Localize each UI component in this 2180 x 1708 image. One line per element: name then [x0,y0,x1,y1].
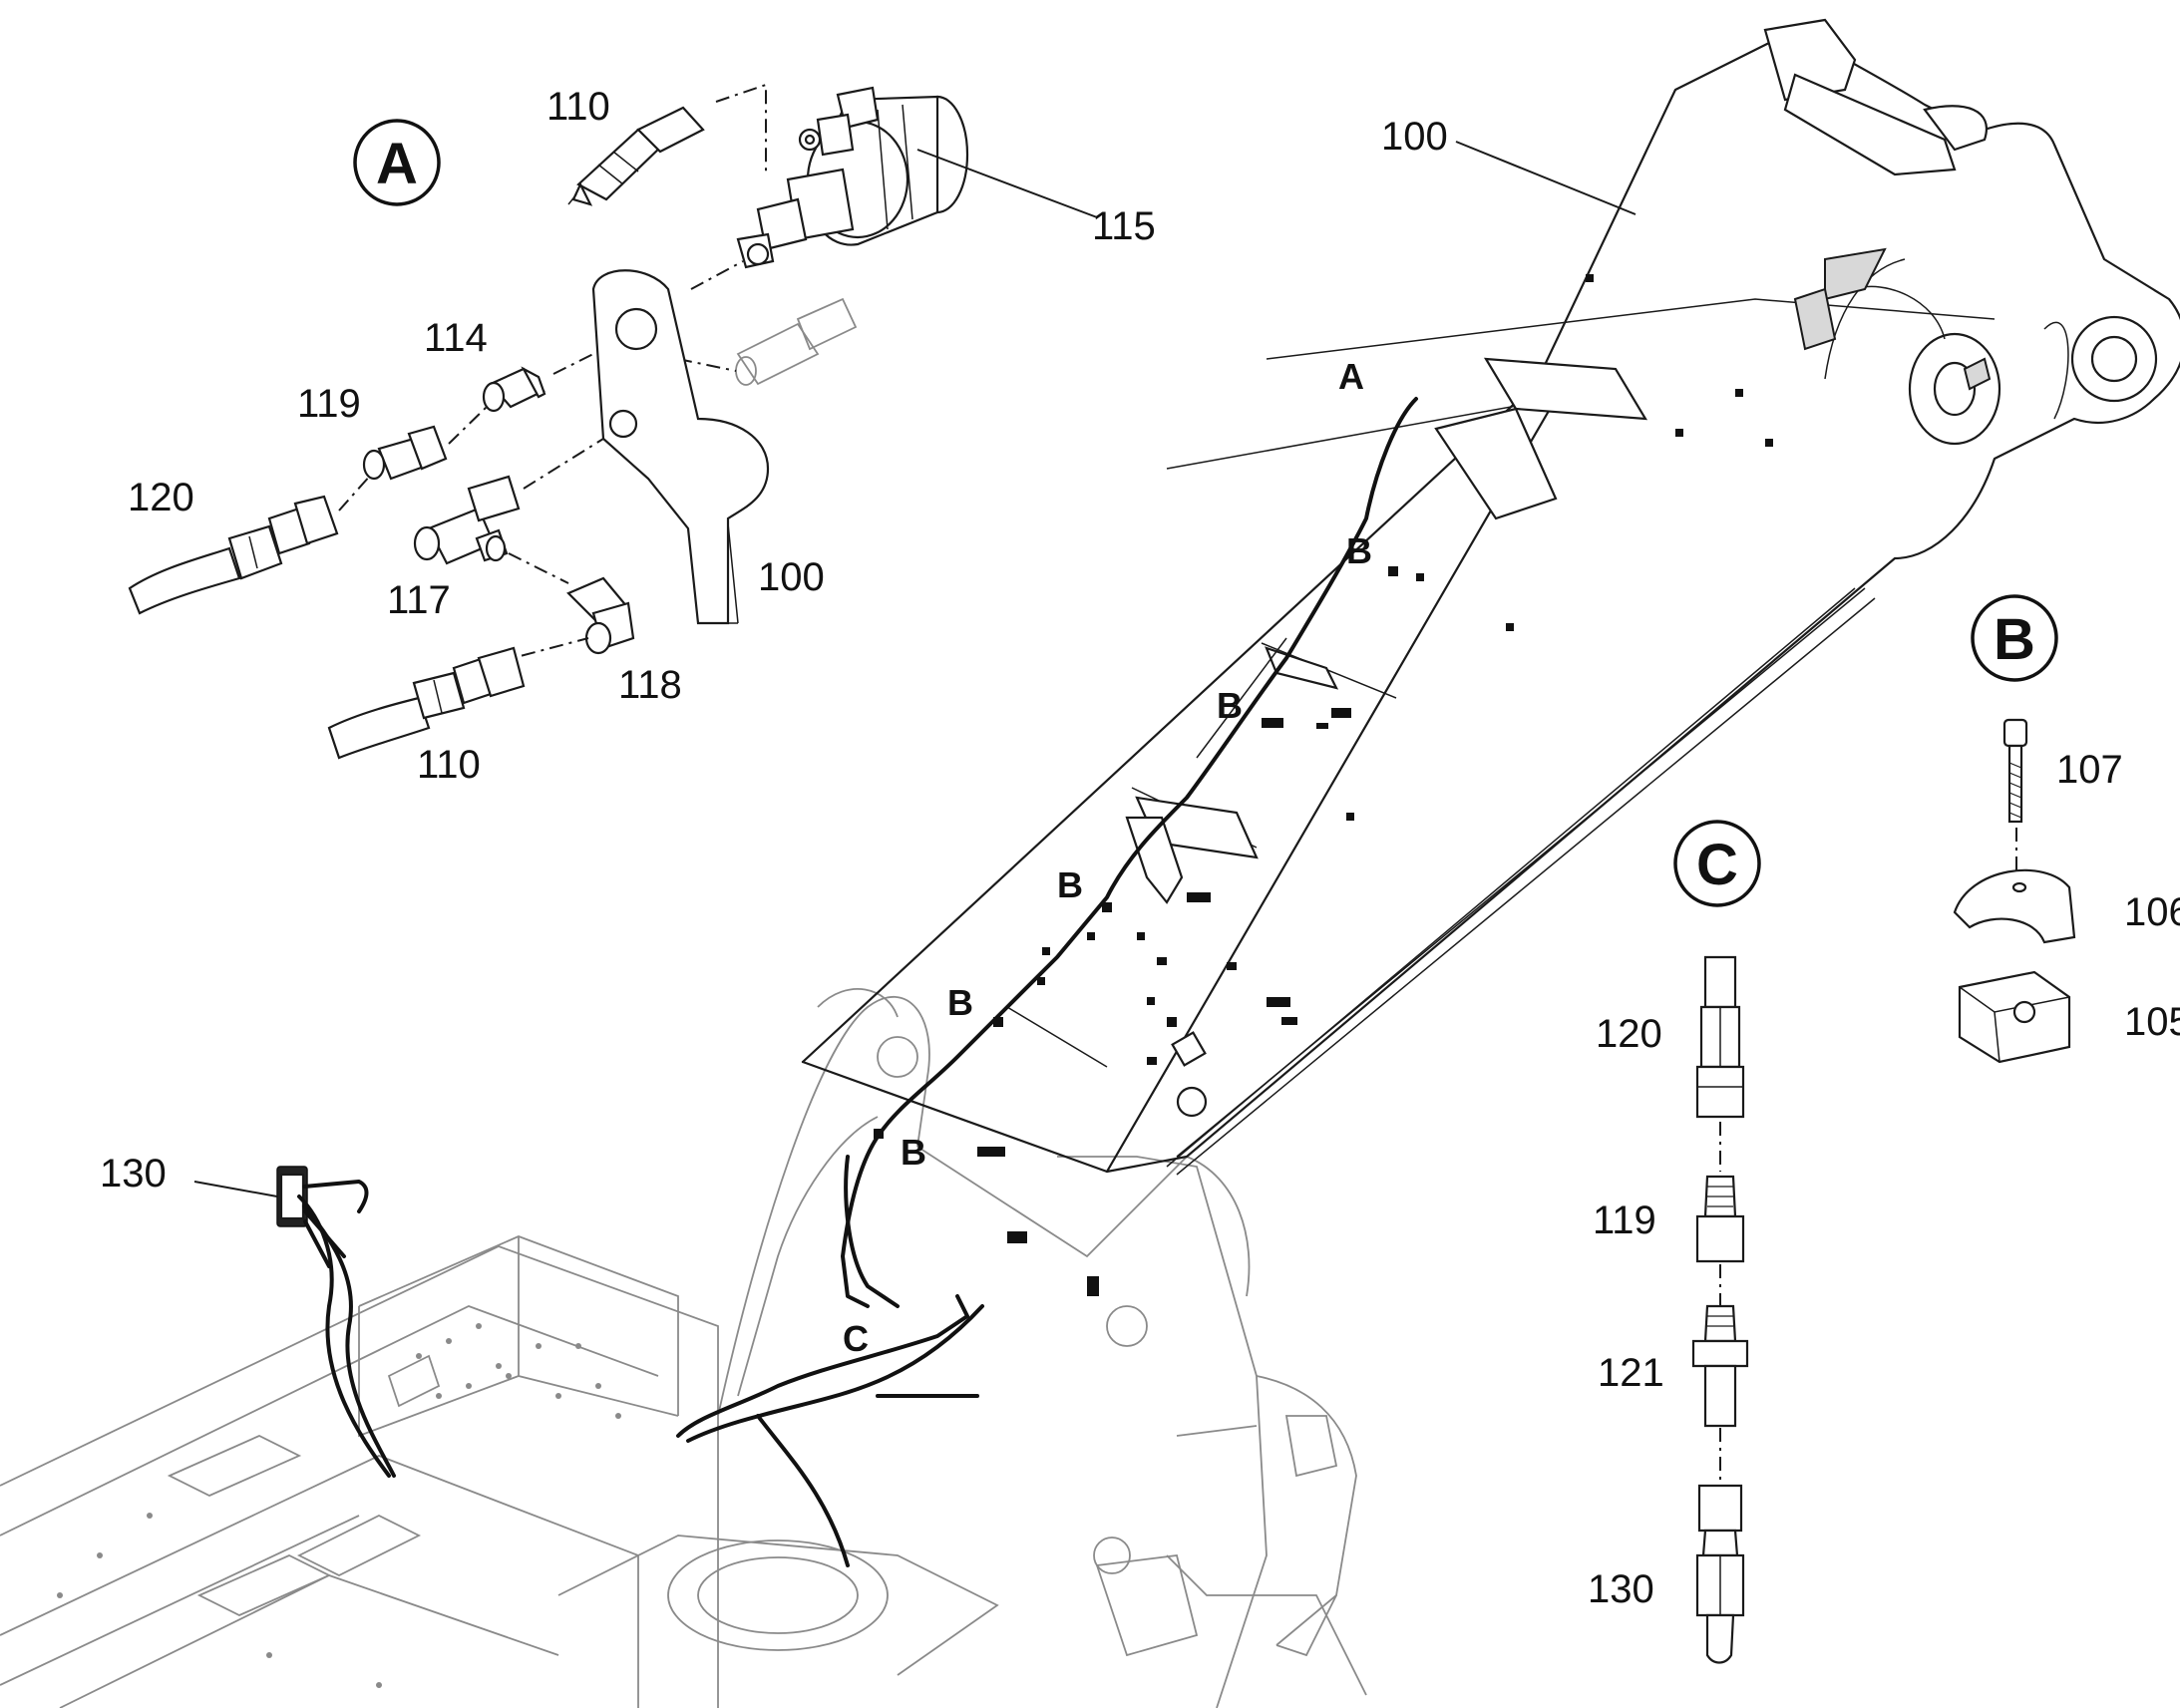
part-121-c [1691,1304,1749,1428]
label-c-121: 121 [1598,1351,1664,1395]
label-b-105: 105 [2124,1000,2180,1044]
ghost-fitting [735,297,858,386]
chassis-frame [0,988,1367,1708]
part-130-c [1695,1484,1745,1664]
detail-c-circle [1673,820,1761,907]
label-a-114: 114 [424,316,488,360]
detail-a: A 110 115 [128,83,1156,787]
part-105 [1958,970,2071,1064]
label-b-107: 107 [2056,748,2123,792]
label-a-117: 117 [387,578,451,622]
label-boom-100: 100 [1381,115,1448,159]
label-c-120: 120 [1596,1012,1662,1056]
label-a-118: 118 [618,663,682,707]
part-118 [566,576,635,655]
part-114 [482,366,546,413]
marker-b-1: B [1346,530,1372,571]
label-c-130: 130 [1588,1567,1654,1611]
label-a-120: 120 [128,476,194,519]
part-120 [128,495,339,615]
label-a-100: 100 [758,555,825,599]
part-107 [2002,718,2028,824]
main-view-labels: 100 130 A B B B B B C [100,115,1636,1359]
part-100-bracket [591,269,770,625]
label-harness-130: 130 [100,1152,167,1196]
part-119-c [1695,1175,1745,1263]
detail-a-circle [353,119,441,206]
marker-b-4: B [947,982,973,1023]
detail-c-letter: C [1696,833,1738,897]
marker-a: A [1338,356,1364,397]
part-119 [362,425,448,481]
part-115 [736,86,969,269]
part-110-top [567,106,705,206]
label-c-119: 119 [1593,1198,1656,1242]
detail-a-letter: A [376,132,418,196]
marker-b-5: B [901,1132,926,1173]
label-a-110-top: 110 [546,85,610,129]
marker-b-3: B [1057,864,1083,905]
label-a-110-bottom: 110 [417,743,481,787]
detail-c: C 120 119 121 [1588,820,1761,1664]
part-110-bottom [327,646,526,760]
label-a-115: 115 [1092,204,1156,248]
part-117 [413,475,521,565]
detail-b-circle [1971,594,2058,682]
label-a-119: 119 [297,382,361,426]
marker-b-2: B [1217,685,1243,726]
marker-c: C [843,1318,869,1359]
detail-b-letter: B [1994,607,2035,672]
part-120-c [1695,955,1745,1119]
part-106 [1953,868,2076,944]
boom-assembly [676,18,2180,1567]
label-b-106: 106 [2124,890,2180,934]
detail-b: B 107 106 105 [1953,594,2180,1064]
harness-130-main [276,1166,396,1478]
